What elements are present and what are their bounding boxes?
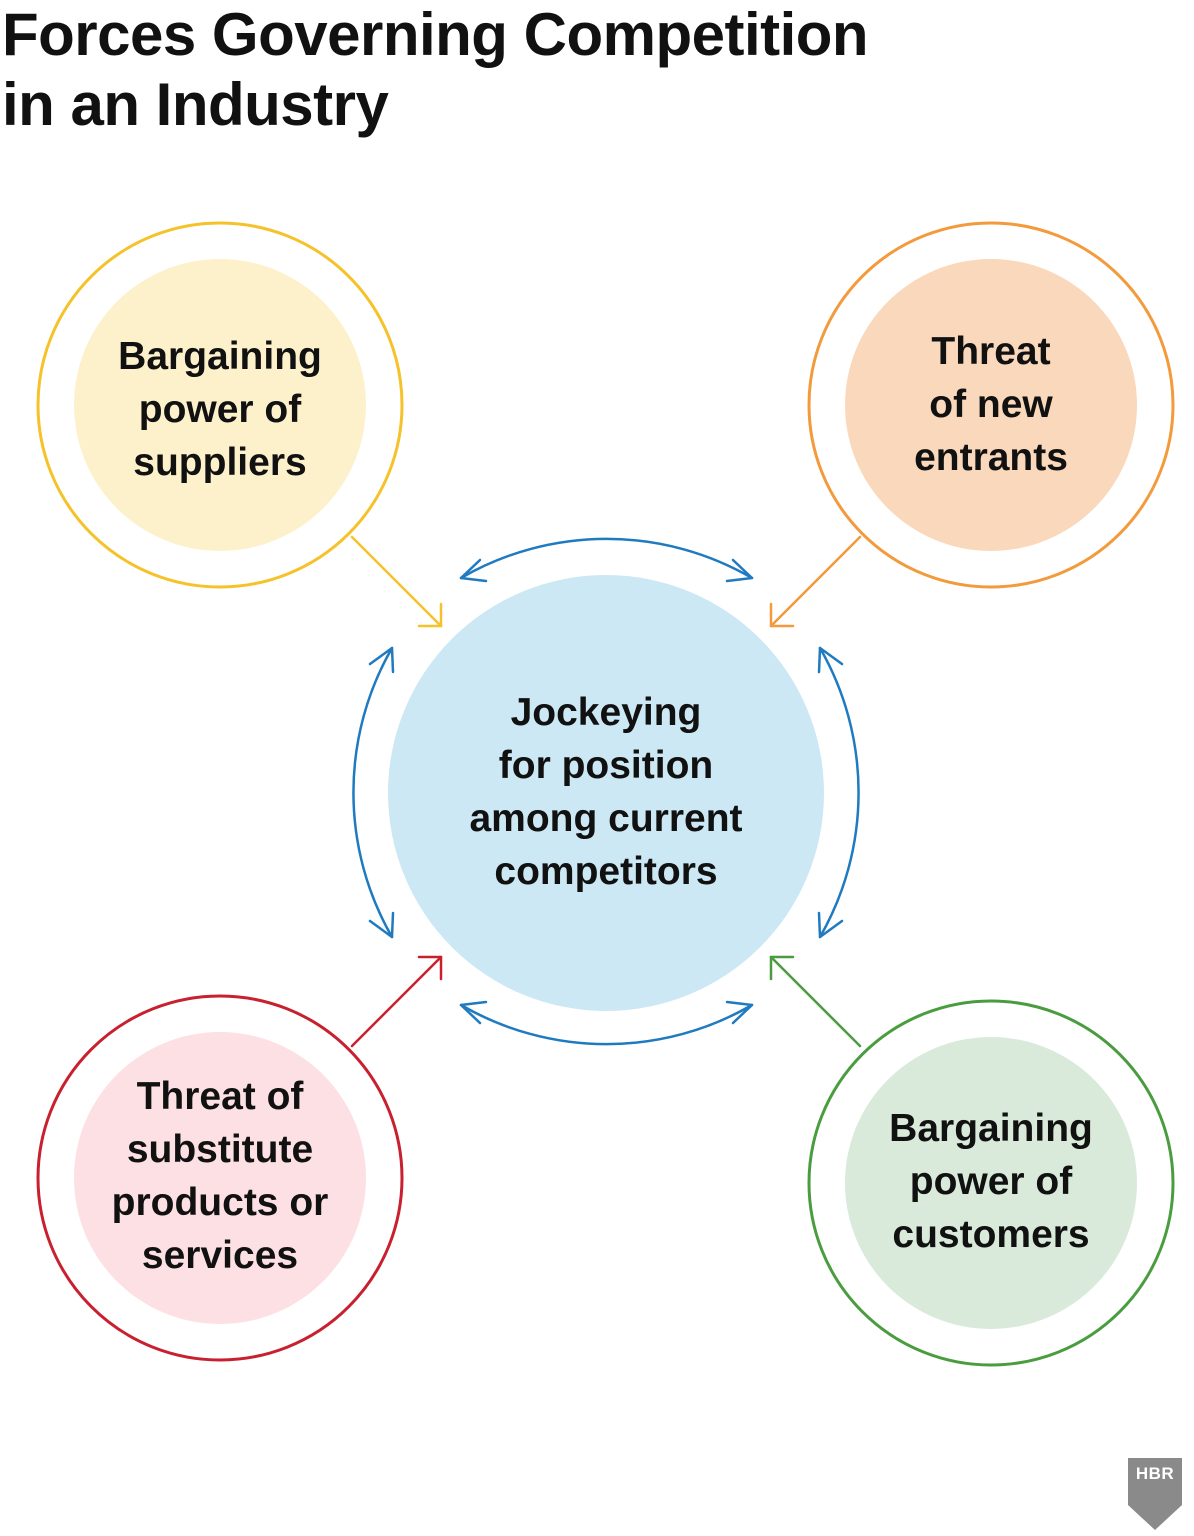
- center-label: Jockeying for position among current com…: [426, 686, 786, 898]
- customers-circle: [807, 999, 1175, 1367]
- center-label-line: among current: [469, 797, 743, 840]
- rivalry-arc-top: [459, 537, 754, 583]
- rivalry-circle: [388, 575, 824, 1011]
- substitutes-circle: [36, 994, 404, 1362]
- substitutes-label-line: products or: [111, 1181, 329, 1224]
- hbr-logo: [1128, 1458, 1182, 1530]
- substitutes-label: Threat of substitute products or service…: [70, 1070, 370, 1282]
- suppliers-label: Bargaining power of suppliers: [80, 330, 360, 489]
- customers-label: Bargaining power of customers: [851, 1102, 1131, 1261]
- customers-label-line: Bargaining: [889, 1107, 1093, 1150]
- diagram-title: Forces Governing Competition in an Indus…: [2, 0, 869, 140]
- rivalry-arc-right: [817, 646, 860, 939]
- entrants-label: Threat of new entrants: [851, 325, 1131, 484]
- customers-label-line: power of: [909, 1160, 1073, 1203]
- title-line-2: in an Industry: [2, 71, 389, 138]
- rivalry-arrows: [352, 537, 860, 1046]
- title-line-1: Forces Governing Competition: [2, 1, 869, 68]
- center-label-line: Jockeying: [510, 691, 702, 734]
- hbr-logo-text: HBR: [1135, 1464, 1175, 1483]
- substitutes-label-line: Threat of: [136, 1075, 304, 1118]
- entrants-label-line: Threat: [931, 330, 1051, 373]
- customers-label-line: customers: [892, 1213, 1090, 1256]
- suppliers-arrow: [350, 535, 443, 628]
- customers-arrow: [769, 955, 862, 1048]
- entrants-arrow: [769, 535, 862, 628]
- substitutes-label-line: services: [141, 1234, 299, 1277]
- substitutes-label-line: substitute: [126, 1128, 314, 1171]
- rivalry-arc-bottom: [459, 1000, 754, 1046]
- suppliers-label-line: suppliers: [133, 441, 307, 484]
- suppliers-label-line: power of: [138, 388, 302, 431]
- suppliers-circle: [36, 221, 404, 589]
- entrants-circle: [807, 221, 1175, 589]
- suppliers-label-line: Bargaining: [118, 335, 322, 378]
- rivalry-arc-left: [352, 646, 395, 939]
- substitutes-arrow: [350, 955, 443, 1048]
- entrants-label-line: of new: [929, 383, 1053, 426]
- entrants-label-line: entrants: [914, 436, 1068, 479]
- center-label-line: for position: [498, 744, 714, 787]
- center-label-line: competitors: [494, 850, 718, 893]
